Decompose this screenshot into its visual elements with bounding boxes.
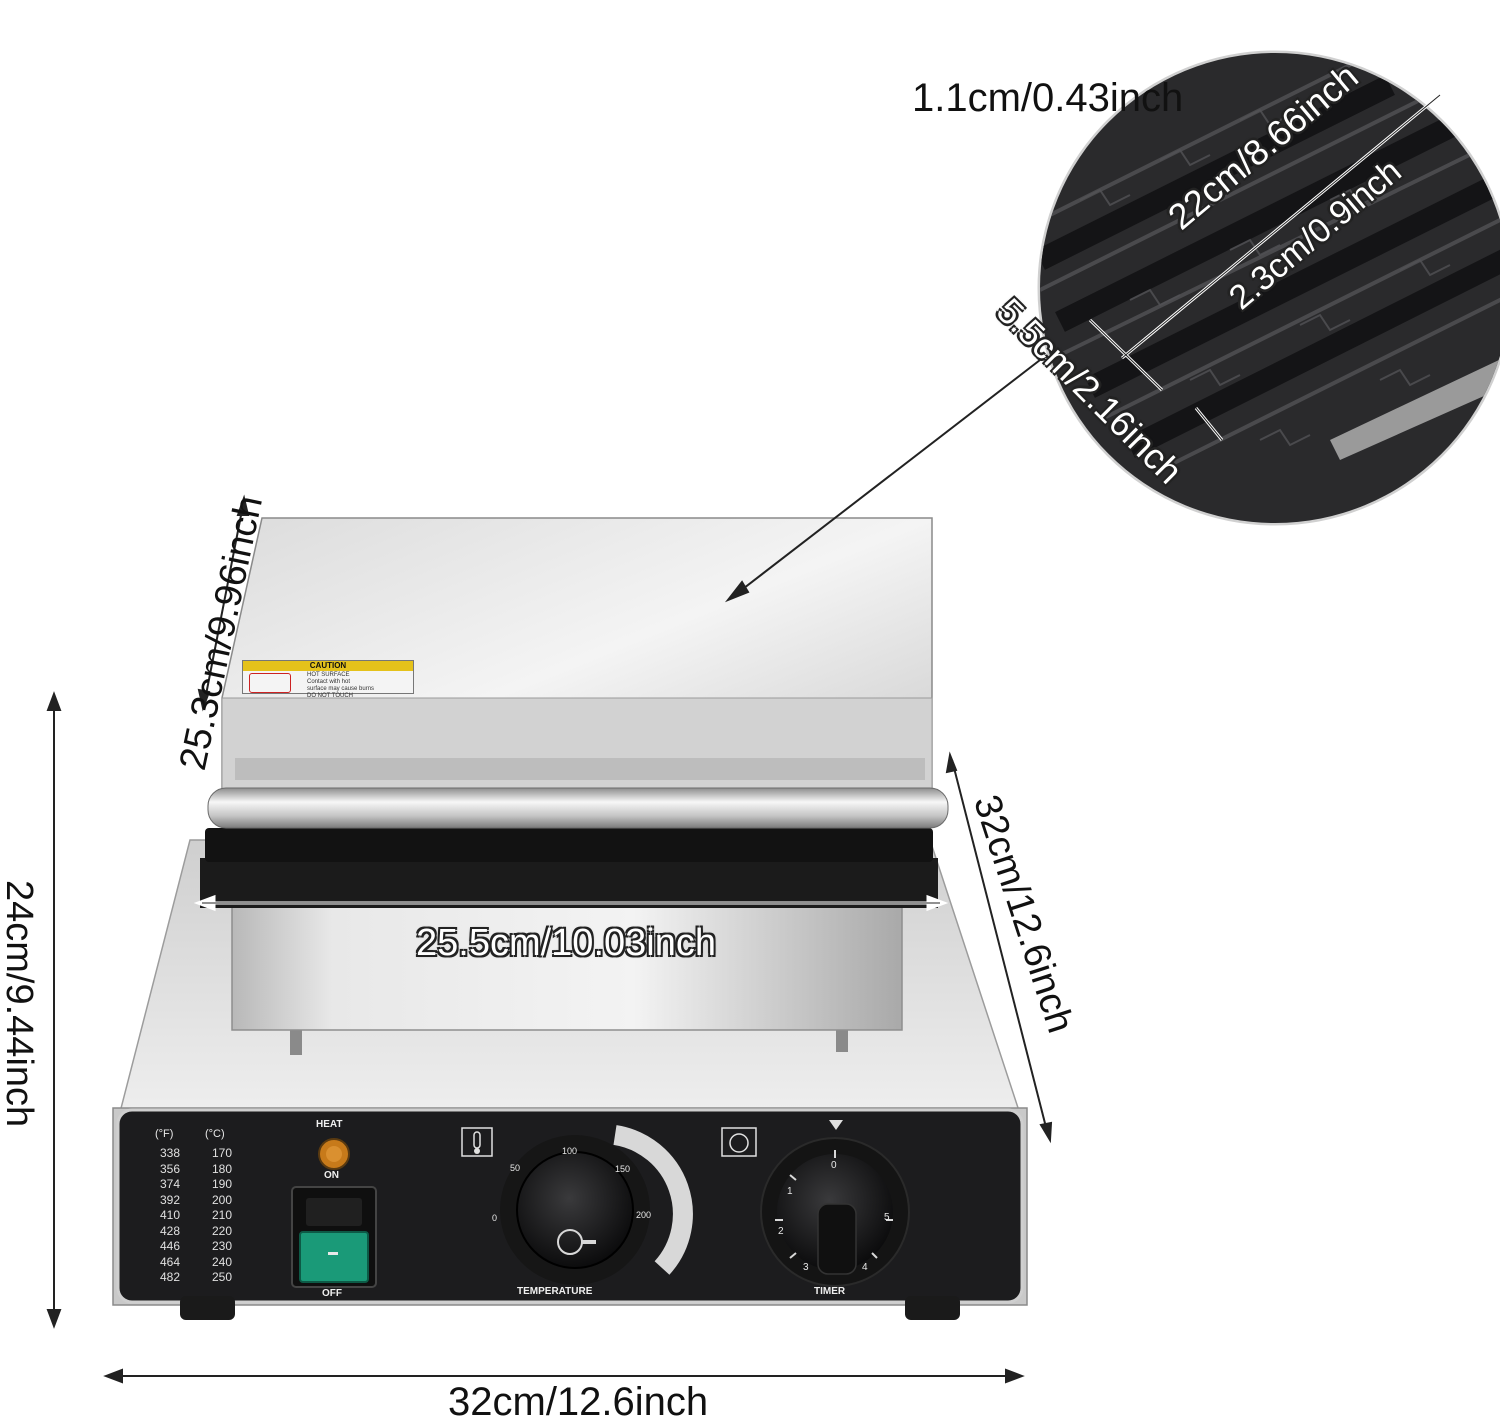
- celsius-value: 200: [212, 1192, 233, 1207]
- front-left-foot: [180, 1296, 235, 1320]
- fahrenheit-header: (°F): [155, 1128, 174, 1140]
- timer-scale-5: 5: [884, 1212, 890, 1223]
- caution-title: CAUTION: [243, 661, 413, 671]
- temp-scale-200: 200: [636, 1210, 652, 1220]
- timer-scale-0: 0: [831, 1160, 837, 1171]
- temp-scale-0: 0: [492, 1213, 498, 1223]
- temp-scale-50: 50: [510, 1163, 521, 1173]
- celsius-header: (°C): [205, 1128, 225, 1140]
- temperature-knob[interactable]: [516, 1151, 634, 1269]
- celsius-value: 170: [212, 1146, 233, 1160]
- dimension-lines: [46, 359, 1053, 1384]
- timer-label: TIMER: [814, 1286, 846, 1297]
- plate-closeup: [1037, 50, 1500, 526]
- fahrenheit-value: 356: [160, 1161, 181, 1176]
- caution-line: DO NOT TOUCH: [307, 693, 354, 699]
- caution-line: Contact with hot: [307, 679, 351, 685]
- fahrenheit-column: 338 356 374 392 410 428 446 464 482: [160, 1146, 180, 1286]
- alarm-clock-icon: [721, 1127, 757, 1157]
- groove-depth-label: 1.1cm/0.43inch: [912, 76, 1184, 120]
- base-width-label: 32cm/12.6inch: [448, 1380, 709, 1424]
- timer-scale-2: 2: [778, 1226, 784, 1237]
- timer-scale-4: 4: [862, 1262, 868, 1273]
- caution-label: CAUTION HOT SURFACE Contact with hot sur…: [242, 660, 414, 699]
- fahrenheit-value: 392: [160, 1192, 181, 1207]
- timer-scale-3: 3: [803, 1262, 809, 1273]
- celsius-value: 220: [212, 1223, 233, 1238]
- fahrenheit-value: 338: [160, 1146, 181, 1160]
- caution-line: surface may cause burns: [307, 686, 375, 692]
- fahrenheit-value: 428: [160, 1223, 181, 1238]
- on-label: ON: [324, 1170, 339, 1181]
- celsius-value: 210: [212, 1208, 233, 1222]
- lid: [207, 517, 949, 829]
- temperature-label: TEMPERATURE: [517, 1286, 593, 1297]
- plate-front-width-label: 25.5cm/10.03inch: [416, 922, 716, 964]
- celsius-column: 170 180 190 200 210 220 230 240 250: [212, 1146, 232, 1286]
- lid-handle: [207, 787, 949, 829]
- celsius-value: 240: [212, 1254, 233, 1269]
- celsius-value: 250: [212, 1270, 233, 1284]
- fahrenheit-value: 464: [160, 1254, 181, 1269]
- total-height-label: 24cm/9.44inch: [0, 880, 40, 1128]
- celsius-value: 190: [212, 1177, 233, 1191]
- temperature-arc: [613, 1125, 693, 1275]
- no-touch-icon: [249, 673, 291, 693]
- fahrenheit-value: 374: [160, 1177, 181, 1191]
- lower-housing: [200, 828, 938, 1031]
- control-panel-details: [291, 1120, 910, 1288]
- caution-text: HOT SURFACE Contact with hot surface may…: [307, 672, 374, 700]
- timer-pointer-icon: [829, 1120, 843, 1130]
- timer-scale-1: 1: [787, 1186, 793, 1197]
- celsius-value: 180: [212, 1161, 233, 1176]
- temp-scale-100: 100: [562, 1146, 578, 1156]
- power-switch[interactable]: [299, 1231, 369, 1283]
- fahrenheit-value: 482: [160, 1270, 181, 1284]
- celsius-value: 230: [212, 1239, 233, 1253]
- fahrenheit-value: 446: [160, 1239, 181, 1253]
- fahrenheit-value: 410: [160, 1208, 181, 1222]
- front-right-foot: [905, 1296, 960, 1320]
- heat-label: HEAT: [316, 1119, 343, 1130]
- off-label: OFF: [322, 1288, 342, 1299]
- caution-line: HOT SURFACE: [307, 672, 350, 678]
- thermometer-icon: [461, 1127, 493, 1157]
- temp-scale-150: 150: [615, 1164, 631, 1174]
